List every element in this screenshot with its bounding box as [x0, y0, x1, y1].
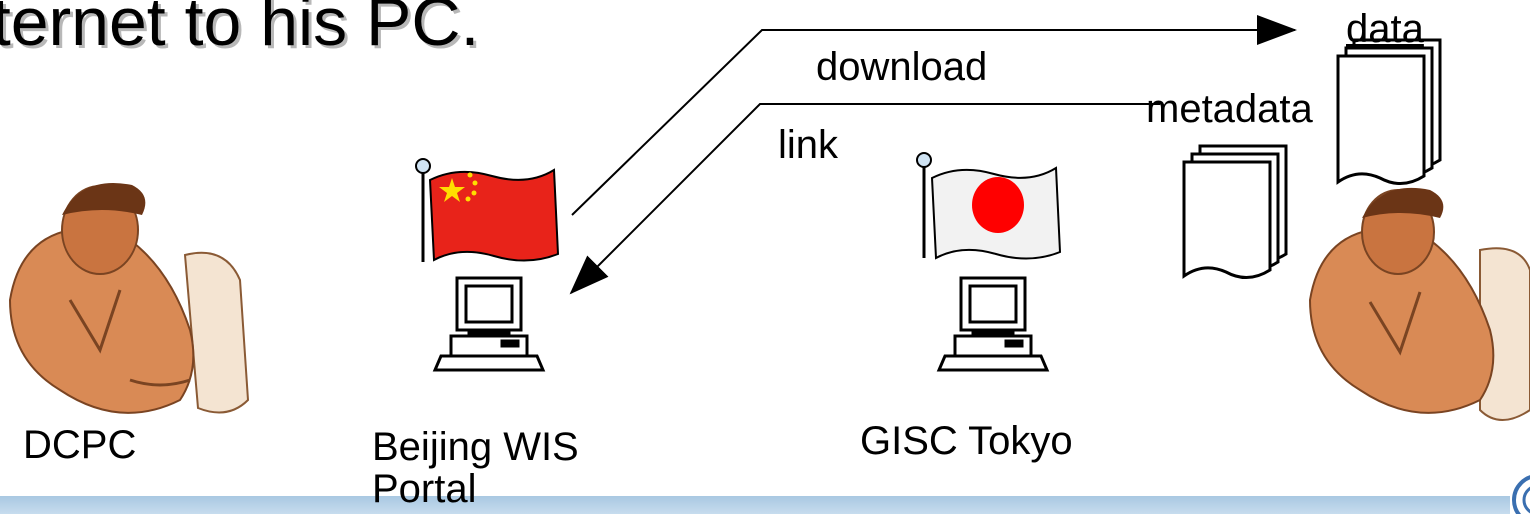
- data-document-stack-icon: [1336, 38, 1442, 185]
- metadata-label: metadata: [1146, 87, 1313, 131]
- dcpc-person-icon: [8, 183, 250, 414]
- link-arrow: [569, 103, 1160, 295]
- dcpc-label: DCPC: [23, 423, 137, 467]
- metadata-document-stack-icon: [1182, 144, 1288, 279]
- slide-title-fragment: nternet to his PC.: [0, 0, 480, 60]
- japan-flag-icon: [916, 152, 1062, 260]
- china-flag-icon: [415, 158, 560, 262]
- link-label: link: [778, 123, 839, 167]
- tokyo-label: GISC Tokyo: [860, 419, 1073, 463]
- data-label: data: [1346, 7, 1424, 51]
- logo-icon: [1512, 475, 1530, 514]
- download-label: download: [816, 45, 988, 89]
- user-person-icon: [1308, 187, 1530, 421]
- beijing-computer-icon: [432, 276, 546, 372]
- footer-bar: [0, 496, 1510, 514]
- beijing-label-line1: Beijing WIS: [372, 425, 579, 469]
- download-arrow: [571, 15, 1297, 216]
- beijing-label-line2: Portal: [372, 467, 477, 511]
- tokyo-computer-icon: [936, 276, 1050, 372]
